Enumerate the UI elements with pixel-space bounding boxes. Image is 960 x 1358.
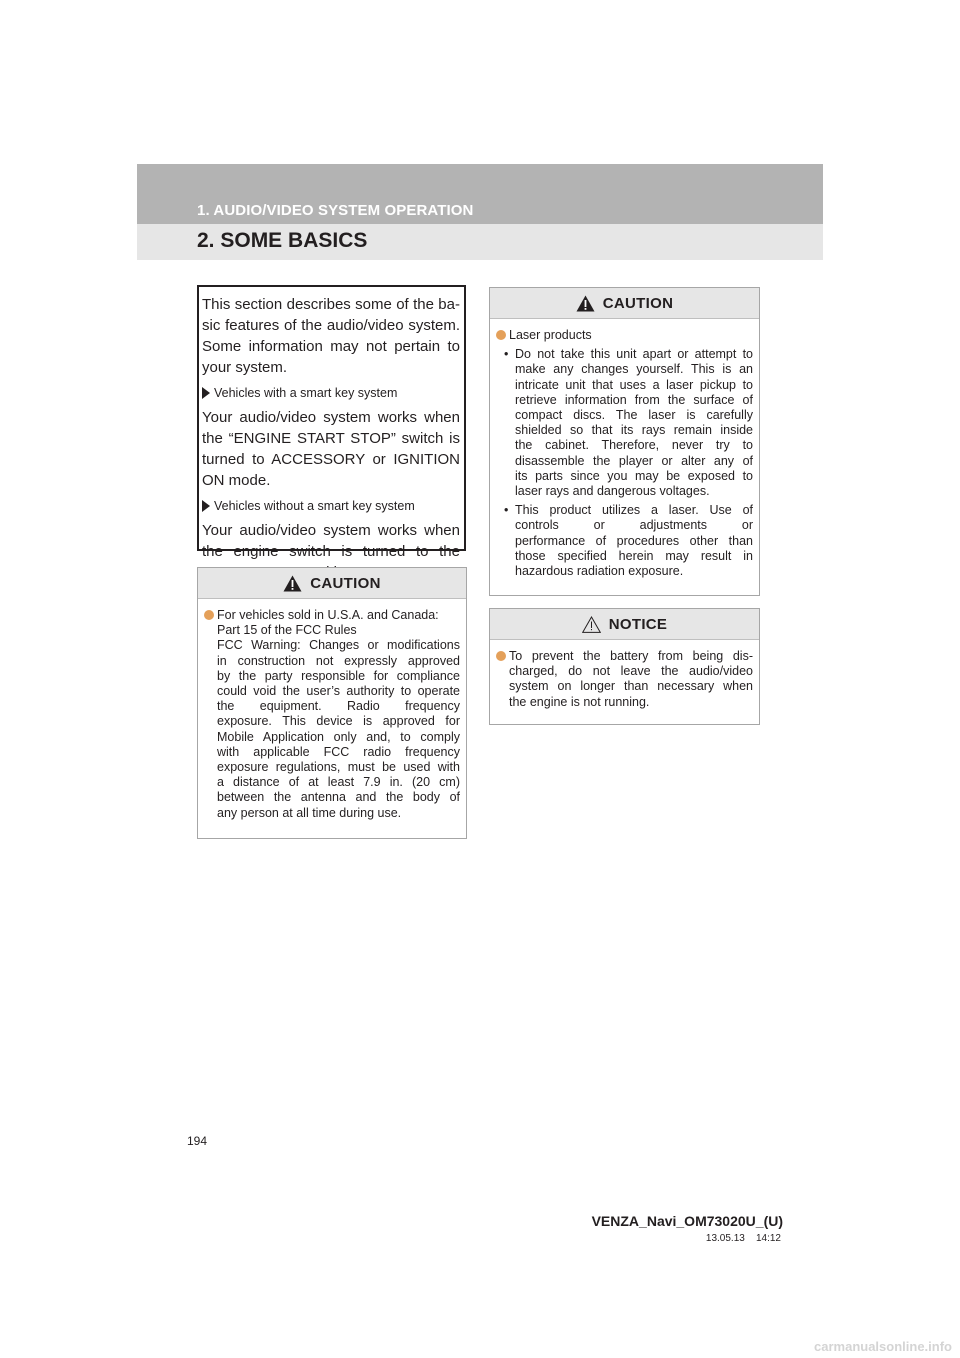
smart-key-heading: Vehicles with a smart key system: [202, 385, 460, 401]
document-timestamp: 13.05.13 14:12: [706, 1233, 781, 1244]
warning-triangle-icon: [576, 295, 595, 311]
document-code: VENZA_Navi_OM73020U_(U): [591, 1213, 783, 1229]
caution-fcc-body: For vehicles sold in U.S.A. and Canada: …: [198, 599, 466, 821]
caution-fcc-heading: CAUTION: [310, 574, 381, 592]
caution-laser-heading: CAUTION: [602, 294, 674, 312]
no-smart-key-heading: Vehicles without a smart key system: [202, 498, 460, 514]
bullet-dot-icon: [496, 651, 506, 661]
page-title: 2. SOME BASICS: [197, 229, 368, 252]
bullet-dot-icon: [496, 330, 506, 340]
notice-box: NOTICE To prevent the battery from being…: [489, 608, 760, 725]
notice-header: NOTICE: [490, 609, 759, 640]
bullet-icon: •: [504, 503, 509, 518]
intro-paragraph: This section describes some of the ba- s…: [202, 296, 460, 376]
laser-sub-item-controls: • This product utilizes a laser. Use of …: [504, 503, 753, 579]
caution-laser-header: CAUTION: [490, 288, 759, 319]
notice-heading: NOTICE: [608, 615, 668, 633]
section-header-bar: 1. AUDIO/VIDEO SYSTEM OPERATION: [137, 164, 823, 224]
laser-sub-item-disassembly: • Do not take this unit apart or attempt…: [504, 347, 753, 499]
intro-box: This section describes some of the ba- s…: [197, 285, 466, 581]
notice-body: To prevent the battery from being dis- c…: [490, 640, 759, 710]
watermark: carmanualsonline.info: [814, 1339, 952, 1354]
list-item: For vehicles sold in U.S.A. and Canada: …: [204, 608, 460, 821]
list-item: Laser products: [496, 328, 753, 343]
warning-triangle-outline-icon: [581, 615, 601, 633]
title-bar: 2. SOME BASICS: [137, 224, 823, 260]
document-time: 14:12: [755, 1233, 781, 1244]
caution-fcc-box: CAUTION For vehicles sold in U.S.A. and …: [197, 567, 467, 839]
caution-laser-box: CAUTION Laser products • Do not take thi…: [489, 287, 760, 596]
caution-fcc-header: CAUTION: [198, 568, 466, 599]
warning-triangle-icon: [283, 575, 302, 591]
arrow-right-icon: [202, 500, 210, 512]
document-date: 13.05.13: [705, 1233, 745, 1244]
caution-laser-body: Laser products • Do not take this unit a…: [490, 319, 759, 579]
bullet-icon: •: [504, 347, 509, 362]
bullet-dot-icon: [204, 610, 214, 620]
arrow-right-icon: [202, 387, 210, 399]
page-number: 194: [187, 1134, 208, 1148]
list-item: To prevent the battery from being dis- c…: [496, 649, 753, 710]
section-label: 1. AUDIO/VIDEO SYSTEM OPERATION: [197, 202, 474, 219]
smart-key-paragraph: Your audio/video system works when the “…: [202, 409, 460, 489]
